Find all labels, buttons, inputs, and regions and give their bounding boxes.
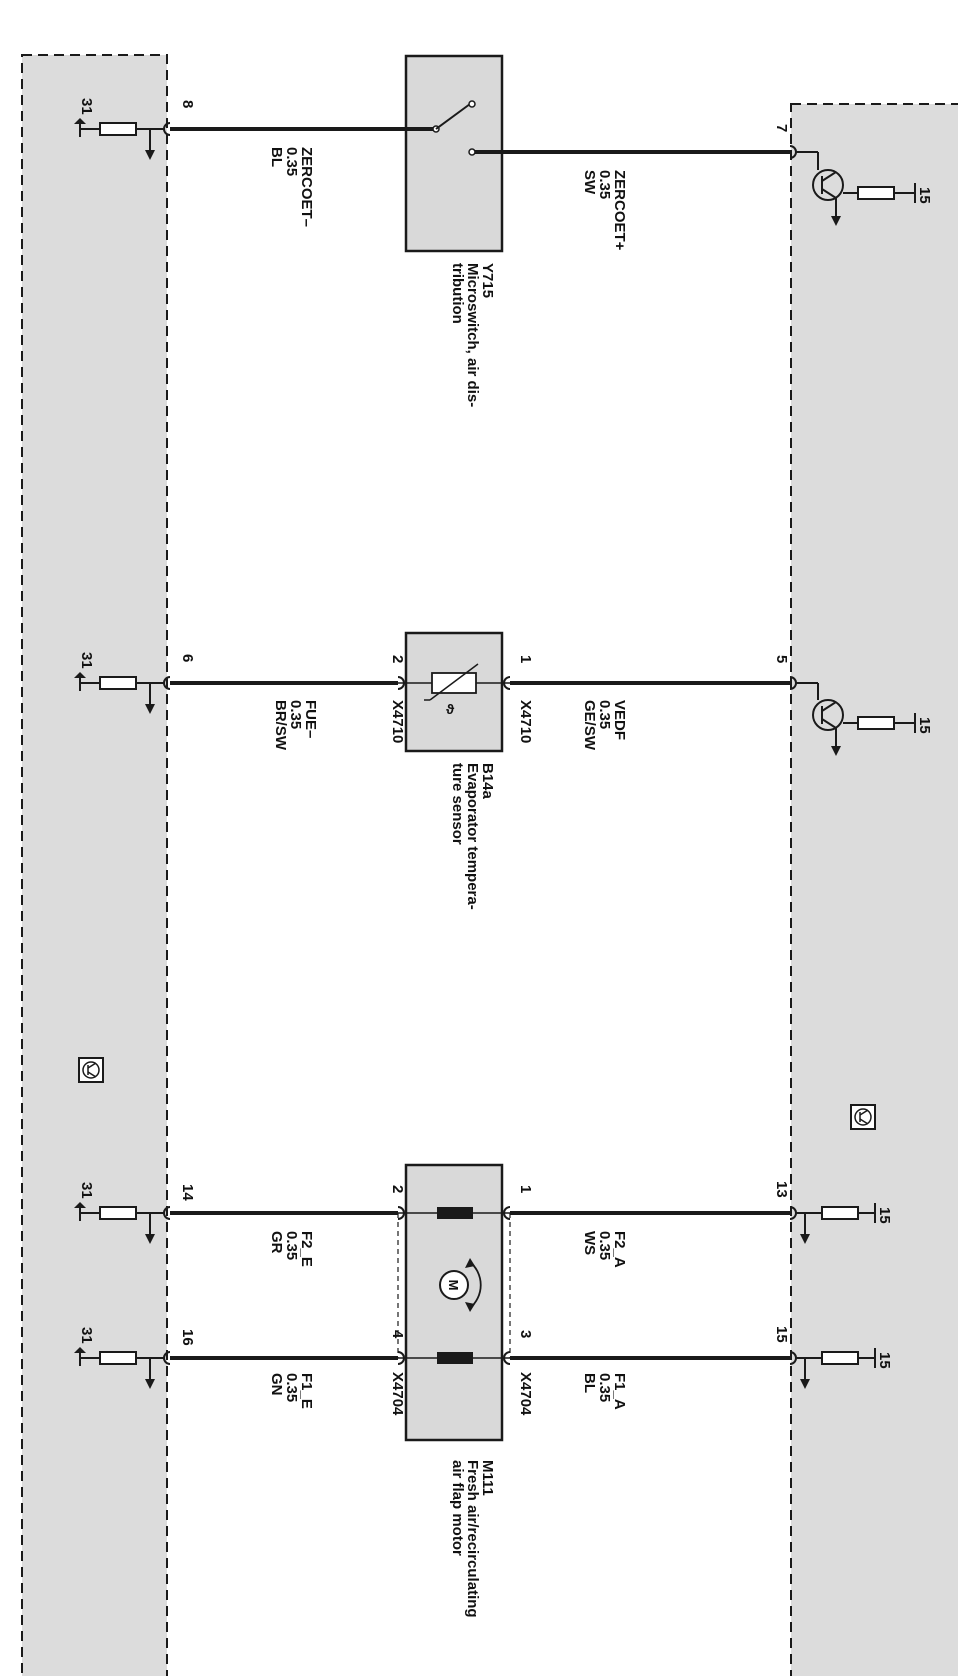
svg-text:GN: GN bbox=[268, 1373, 285, 1396]
svg-text:VEDF: VEDF bbox=[611, 700, 628, 740]
right-pin-number: 7 bbox=[773, 124, 790, 132]
ground-label: 31 bbox=[78, 1327, 95, 1344]
m111-pin-right: 3 bbox=[517, 1330, 534, 1338]
svg-text:0.35: 0.35 bbox=[596, 170, 613, 199]
right-pin-number: 5 bbox=[773, 655, 790, 663]
supply-label: 15 bbox=[916, 187, 933, 204]
svg-text:M111: M111 bbox=[479, 1460, 496, 1496]
right-driver-circuits bbox=[796, 151, 916, 1389]
svg-text:WS: WS bbox=[581, 1231, 598, 1255]
svg-text:0.35: 0.35 bbox=[596, 700, 613, 729]
wire-label-fue-minus: FUE– 0.35 BR/SW bbox=[272, 700, 319, 751]
left-pin-number: 16 bbox=[179, 1329, 196, 1346]
svg-text:GE/SW: GE/SW bbox=[581, 700, 598, 751]
m111-pin-right: 1 bbox=[517, 1185, 534, 1193]
svg-text:F2_A: F2_A bbox=[611, 1231, 628, 1268]
left-control-module bbox=[21, 54, 168, 1676]
svg-text:F2_E: F2_E bbox=[298, 1231, 315, 1267]
svg-text:GR: GR bbox=[268, 1231, 285, 1254]
wire-label-f1-e: F1_E 0.35 GN bbox=[268, 1373, 315, 1409]
transistor-module-icon bbox=[78, 1057, 104, 1083]
supply-label: 15 bbox=[916, 717, 933, 734]
transistor-module-icon bbox=[850, 1104, 876, 1130]
svg-text:Microswitch, air dis-: Microswitch, air dis- bbox=[464, 263, 481, 407]
svg-text:F1_A: F1_A bbox=[611, 1373, 628, 1410]
b14a-connector-left: X4710 bbox=[389, 700, 406, 743]
m111-connector-right: X4704 bbox=[517, 1372, 534, 1416]
b14a-pin-right: 1 bbox=[517, 655, 534, 663]
svg-text:0.35: 0.35 bbox=[596, 1231, 613, 1260]
ground-label: 31 bbox=[78, 1182, 95, 1199]
right-pin-number: 13 bbox=[773, 1181, 790, 1198]
supply-label: 15 bbox=[876, 1207, 893, 1224]
ground-label: 31 bbox=[78, 98, 95, 115]
right-pin-number: 15 bbox=[773, 1326, 790, 1343]
thermistor-icon: ϑ bbox=[424, 663, 479, 717]
component-label-b14a: B14a Evaporator tempera- ture sensor bbox=[449, 763, 496, 910]
wire-label-zercoet-plus: ZERCOET+ 0.35 SW bbox=[581, 170, 628, 251]
wire-label-vedf: VEDF 0.35 GE/SW bbox=[581, 700, 628, 751]
svg-text:FUE–: FUE– bbox=[302, 700, 319, 738]
svg-text:Fresh air/recirculating: Fresh air/recirculating bbox=[464, 1460, 481, 1618]
svg-text:ZERCOET–: ZERCOET– bbox=[298, 147, 315, 227]
svg-text:ϑ: ϑ bbox=[446, 701, 455, 717]
m111-flap-motor: M bbox=[170, 1163, 790, 1442]
svg-text:0.35: 0.35 bbox=[283, 1231, 300, 1260]
wire-label-f2-e: F2_E 0.35 GR bbox=[268, 1231, 315, 1267]
right-control-module bbox=[790, 103, 958, 1676]
svg-text:Y715: Y715 bbox=[479, 263, 496, 298]
wire-label-zercoet-minus: ZERCOET– 0.35 BL bbox=[268, 147, 315, 227]
svg-text:BR/SW: BR/SW bbox=[272, 700, 289, 751]
svg-text:air flap motor: air flap motor bbox=[449, 1460, 466, 1556]
svg-text:ZERCOET+: ZERCOET+ bbox=[611, 170, 628, 251]
svg-text:F1_E: F1_E bbox=[298, 1373, 315, 1409]
svg-text:0.35: 0.35 bbox=[596, 1373, 613, 1402]
svg-text:BL: BL bbox=[581, 1373, 598, 1393]
left-pin-number: 14 bbox=[179, 1184, 196, 1201]
component-label-y715: Y715 Microswitch, air dis- tribution bbox=[449, 263, 496, 407]
motor-icon: M bbox=[439, 1258, 482, 1312]
left-pin-number: 8 bbox=[179, 100, 196, 108]
svg-text:0.35: 0.35 bbox=[283, 1373, 300, 1402]
svg-text:0.35: 0.35 bbox=[283, 147, 300, 176]
svg-text:ture sensor: ture sensor bbox=[449, 763, 466, 845]
b14a-pin-left: 2 bbox=[389, 655, 406, 663]
supply-label: 15 bbox=[876, 1352, 893, 1369]
b14a-evaporator-sensor: ϑ bbox=[170, 631, 790, 753]
switch-icon bbox=[170, 100, 790, 156]
m111-connector-left: X4704 bbox=[389, 1372, 406, 1416]
svg-text:Evaporator tempera-: Evaporator tempera- bbox=[464, 763, 481, 910]
left-ground-circuits bbox=[74, 118, 164, 1389]
svg-text:SW: SW bbox=[581, 170, 598, 195]
wire-label-f1-a: F1_A 0.35 BL bbox=[581, 1373, 628, 1410]
svg-text:B14a: B14a bbox=[479, 763, 496, 800]
svg-text:0.35: 0.35 bbox=[287, 700, 304, 729]
motor-letter: M bbox=[446, 1280, 461, 1291]
b14a-connector-right: X4710 bbox=[517, 700, 534, 743]
svg-text:BL: BL bbox=[268, 147, 285, 167]
component-label-m111: M111 Fresh air/recirculating air flap mo… bbox=[449, 1460, 496, 1618]
svg-text:tribution: tribution bbox=[449, 263, 466, 324]
y715-microswitch bbox=[170, 54, 790, 253]
left-pin-number: 6 bbox=[179, 654, 196, 662]
m111-pin-left: 2 bbox=[389, 1185, 406, 1193]
wire-label-f2-a: F2_A 0.35 WS bbox=[581, 1231, 628, 1268]
ground-label: 31 bbox=[78, 652, 95, 669]
m111-pin-left: 4 bbox=[389, 1330, 406, 1339]
